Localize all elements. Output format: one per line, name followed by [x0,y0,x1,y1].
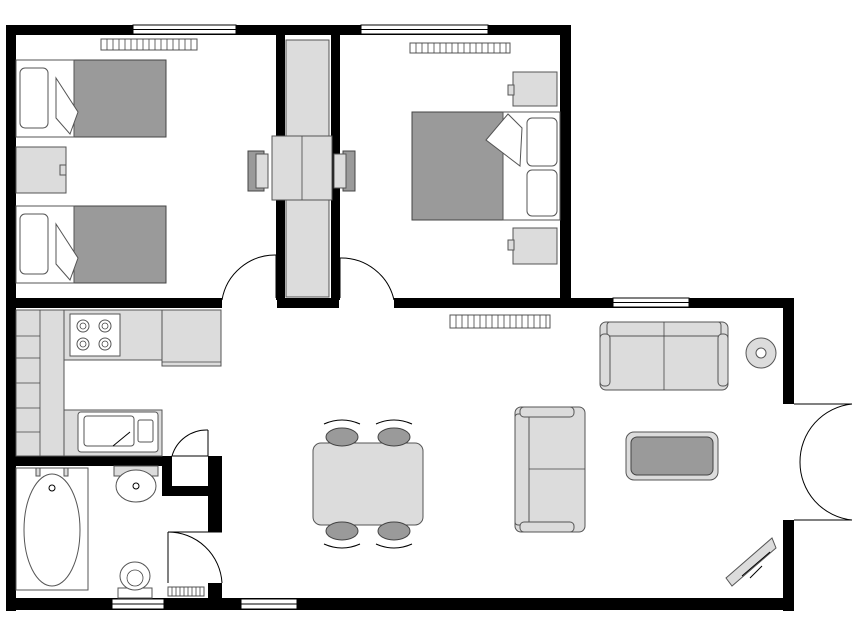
radiators [100,38,551,597]
bed-right [411,111,561,221]
tv-stand [725,537,777,587]
toilet [117,561,153,599]
dining-table [312,442,424,526]
stove-burners [69,313,121,357]
chair-right [333,150,356,192]
bed-left-bottom [15,205,167,284]
bathtub [15,467,89,591]
nightstand-right-bottom [507,227,558,265]
nightstand-right-top [507,71,558,107]
chair-left [247,150,269,192]
bed-left-top [15,59,167,138]
kitchen-sink [77,411,159,453]
nightstand-left [15,146,67,194]
floor-lamp [745,337,777,369]
dining-chairs [323,419,413,549]
wardrobe-unit [271,39,333,298]
refrigerator [161,309,222,367]
coffee-table [625,431,719,481]
sofa-left [514,406,586,533]
sofa-top [599,321,729,391]
doors [167,254,853,584]
bathroom-sink [113,465,159,503]
windows [111,24,690,610]
